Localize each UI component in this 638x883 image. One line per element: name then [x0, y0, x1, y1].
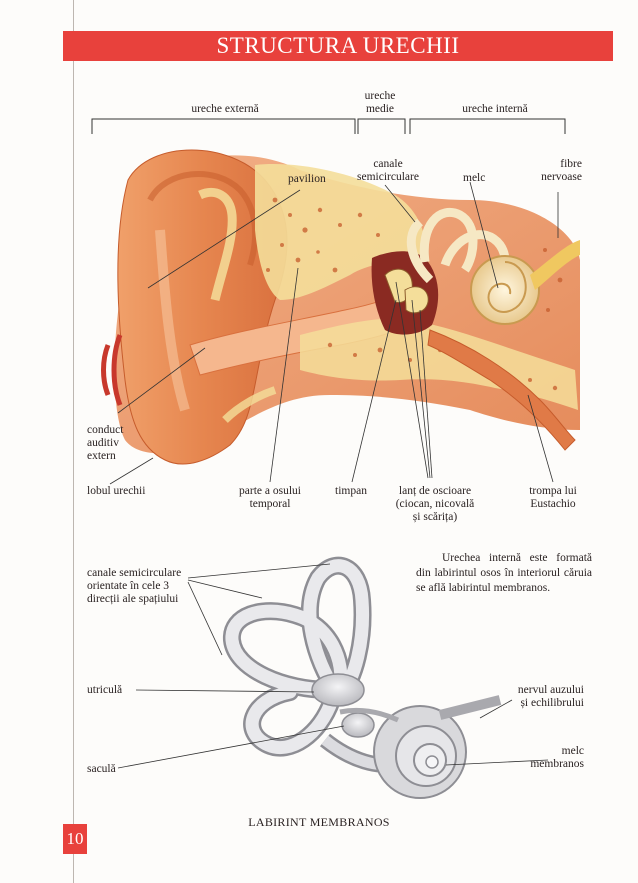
label-middle-ear: ureche medie: [364, 90, 396, 115]
caption: Urechea internă este formată din labirin…: [416, 552, 592, 594]
page-title: STRUCTURA URECHII: [216, 33, 460, 58]
label-melc: melc: [463, 172, 486, 184]
ear-leader-lines: [109, 181, 559, 485]
outer-ear-drawing: [101, 149, 581, 465]
label-outer-ear: ureche externă: [191, 103, 259, 115]
label-timpan: timpan: [335, 485, 367, 497]
labyrinth-drawing: [223, 556, 502, 799]
title-bar: STRUCTURA URECHII: [63, 31, 613, 61]
label-pavilion: pavilion: [288, 173, 326, 185]
label-utricula: utriculă: [87, 684, 123, 696]
labyrinth-title: LABIRINT MEMBRANOS: [248, 815, 390, 829]
margin-line: [73, 0, 74, 883]
page-number: 10: [63, 824, 87, 854]
label-sacula: saculă: [87, 763, 116, 775]
section-brackets: [91, 118, 566, 134]
labyrinth-leader-lines: [117, 563, 549, 769]
label-inner-ear: ureche internă: [462, 103, 528, 115]
label-lobul: lobul urechii: [87, 485, 146, 497]
